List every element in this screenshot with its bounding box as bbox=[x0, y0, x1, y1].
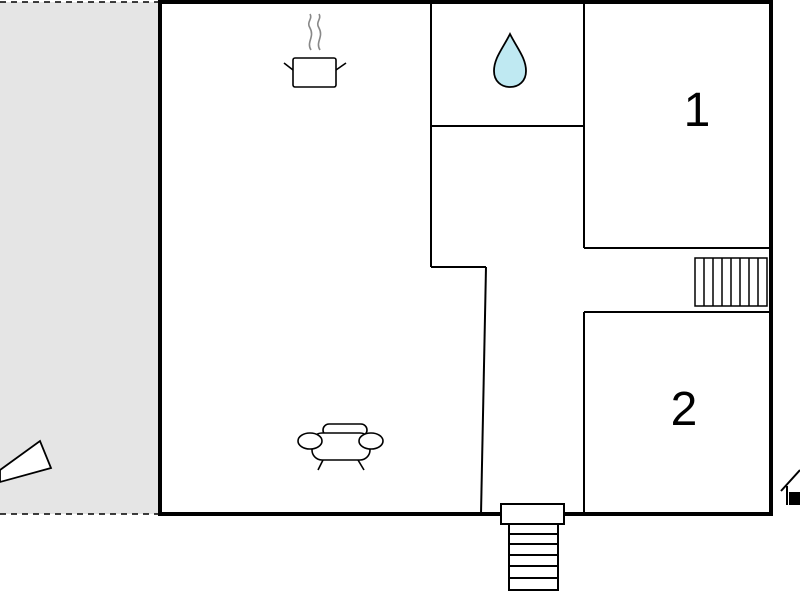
outer-wall bbox=[158, 0, 773, 516]
house-marker-icon bbox=[780, 469, 800, 505]
cooking-pot-icon bbox=[283, 13, 347, 88]
armchair-icon bbox=[297, 423, 384, 471]
compass-arrow-icon bbox=[0, 439, 53, 483]
interior-walls bbox=[430, 2, 771, 515]
stairs-icon bbox=[694, 257, 768, 307]
room-2-label: 2 bbox=[671, 383, 698, 436]
terrace-area bbox=[0, 1, 160, 515]
water-drop-icon bbox=[493, 31, 527, 88]
room-1-label: 1 bbox=[684, 84, 711, 137]
entrance-steps-icon bbox=[500, 503, 565, 591]
